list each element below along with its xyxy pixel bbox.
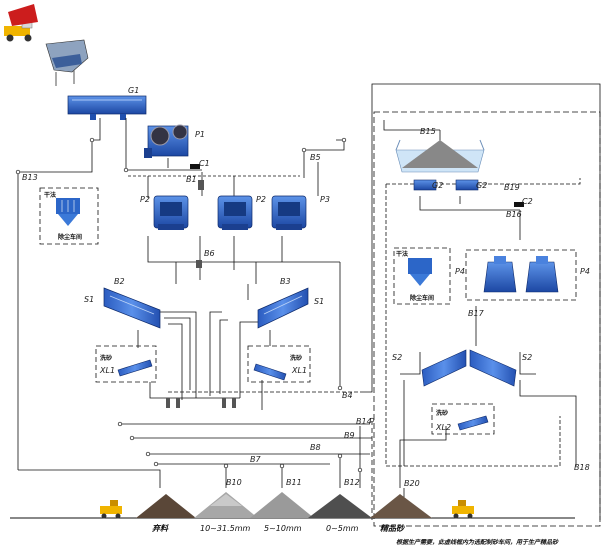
label-b18: B18 [574,463,590,472]
vsi-sand-maker-p4-b [525,256,559,293]
label-s2-right: S2 [522,353,532,362]
flow-lines-right [383,120,581,500]
label-p4-left: P4 [455,267,465,276]
label-g1: G1 [128,86,139,95]
flow-lines [17,83,601,520]
label-b12: B12 [344,478,360,487]
label-b7: B7 [250,455,261,464]
label-xl2: XL2 [435,423,451,432]
loader-left-icon [100,500,122,519]
vibrating-screen-s2-left [421,349,467,387]
footnote: 根据生产需要，此虚线框内为选配制砂车间，用于生产精品砂 [396,538,559,546]
label-xl1-left: XL1 [99,366,115,375]
stockpile-waste [136,494,196,518]
magnetic-separator-c2 [514,202,524,207]
label-b9: B9 [344,431,355,440]
dust-collector-label-left: 除尘车间 [58,233,82,241]
label-b8: B8 [310,443,321,452]
label-c2: C2 [522,197,533,206]
product-refined-sand: 精品砂 [380,524,405,533]
vibrating-screen-s1-right [257,287,309,329]
label-p2-b: P2 [256,195,266,204]
label-b4: B4 [342,391,353,400]
sand-washer-box-xl2 [431,403,495,435]
vibrating-screen-s2-right [469,349,517,387]
label-b3: B3 [280,277,291,286]
dust-collector-box-left [39,187,99,245]
sand-maker-box [465,249,577,301]
washer-label-left: 洗砂 [100,354,112,362]
product-10-31: 10~31.5mm [200,524,250,533]
label-b19: B19 [504,183,520,192]
receiving-hopper-icon [45,39,89,86]
dump-truck-icon [4,4,38,42]
sand-washer-box-right [247,345,311,383]
washer-label-xl2: 洗砂 [436,409,448,417]
product-5-10: 5~10mm [264,524,302,533]
label-p2-a: P2 [140,195,150,204]
dust-dry-label-left: 干法 [44,191,56,199]
label-b10: B10 [226,478,242,487]
jaw-crusher-p1 [144,124,189,158]
feeder-g2-b [455,179,479,191]
dust-collector-box-right [393,247,451,305]
impact-crusher-p3 [271,195,307,230]
label-b5: B5 [310,153,321,162]
label-b6: B6 [204,249,215,258]
stockpile-0-5 [308,494,372,518]
dust-dry-label-right: 干法 [396,250,408,258]
magnetic-separator-c1 [190,164,200,169]
label-p4-right: P4 [580,267,590,276]
label-xl1-right: XL1 [291,366,307,375]
buffer-bin-icon [395,139,485,173]
label-b20: B20 [404,479,420,488]
belt-transfer-chutes [166,180,236,408]
label-c1: C1 [199,159,210,168]
label-s2-left: S2 [392,353,402,362]
label-g2-b: G2 [476,181,487,190]
impact-crusher-p2-a [153,195,189,230]
label-b15: B15 [420,127,436,136]
stockpile-10-31 [194,492,258,518]
sand-plant-boundary [373,111,601,527]
loader-right-icon [452,500,474,519]
label-g2-a: G2 [432,181,443,190]
feeder-g2-a [413,179,437,191]
label-b1: B1 [186,175,197,184]
label-p1: P1 [195,130,205,139]
label-b2: B2 [114,277,125,286]
impact-crusher-p2-b [217,195,253,230]
label-p3: P3 [320,195,330,204]
product-0-5: 0~5mm [326,524,359,533]
washer-label-right: 洗砂 [290,354,302,362]
stockpile-5-10 [250,492,314,518]
vibrating-feeder-g1 [67,95,147,120]
sand-washer-box-left [95,345,157,383]
label-b14: B14 [356,417,372,426]
vibrating-screen-s1-left [103,287,161,329]
label-s1-left: S1 [84,295,94,304]
product-waste: 弃料 [151,524,169,533]
label-s1-right: S1 [314,297,324,306]
label-b13: B13 [22,173,38,182]
dust-collector-label-right: 除尘车间 [410,294,434,302]
label-b16: B16 [506,210,522,219]
vsi-sand-maker-p4-a [483,256,517,293]
label-b11: B11 [286,478,302,487]
stockpile-refined-sand [370,494,432,518]
label-b17: B17 [468,309,485,318]
